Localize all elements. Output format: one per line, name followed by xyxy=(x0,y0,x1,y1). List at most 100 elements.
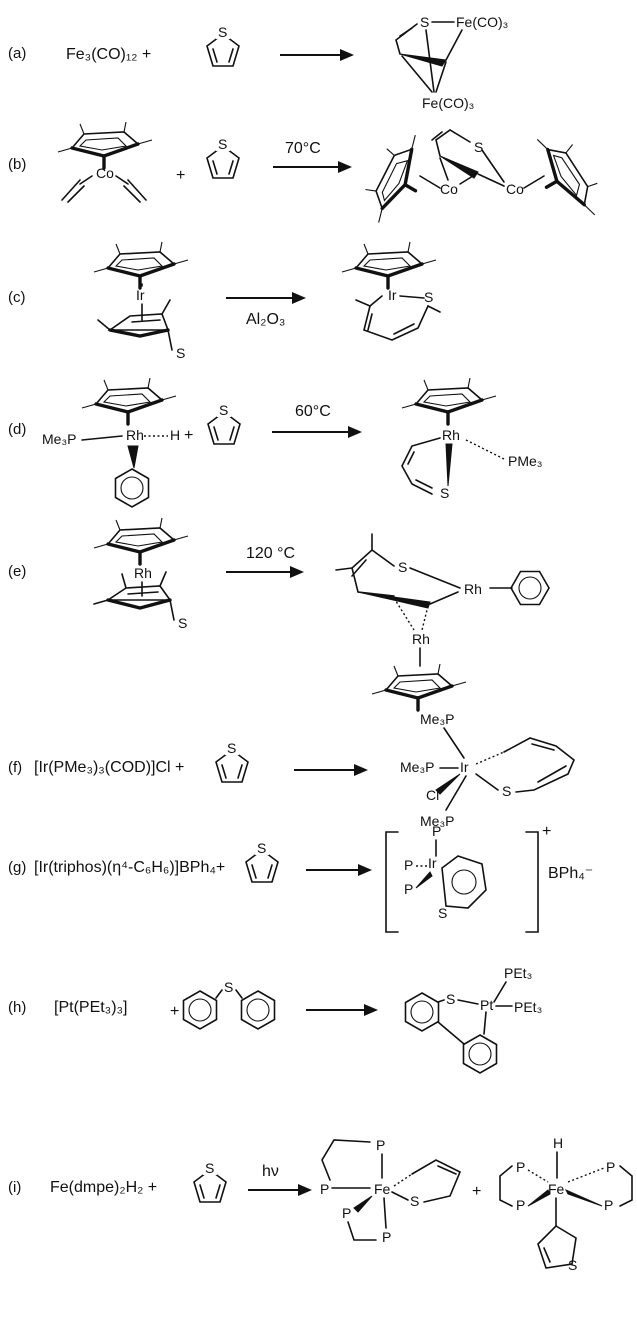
svg-text:S: S xyxy=(474,139,483,155)
thiophene-g: S xyxy=(245,839,279,883)
svg-text:S: S xyxy=(218,24,227,40)
svg-text:P: P xyxy=(382,1229,391,1245)
svg-text:Ir: Ir xyxy=(460,759,469,775)
svg-text:Rh: Rh xyxy=(442,427,460,443)
svg-text:Me₃P: Me₃P xyxy=(420,711,455,727)
svg-text:S: S xyxy=(440,485,449,501)
svg-text:S: S xyxy=(178,615,187,631)
condition-b: 70°C xyxy=(285,140,321,157)
svg-text:S: S xyxy=(568,1257,577,1273)
label-d: (d) xyxy=(8,421,26,438)
svg-text:H: H xyxy=(170,427,180,443)
reaction-f: (f) [Ir(PMe₃)₃(COD)]Cl + S Me₃P Me₃P Ir … xyxy=(8,711,575,829)
label-b: (b) xyxy=(8,156,26,173)
svg-text:P: P xyxy=(516,1159,525,1175)
reaction-i: (i) Fe(dmpe)₂H₂ + S hν P P Fe S P P xyxy=(8,1135,633,1273)
svg-text:Me₃P: Me₃P xyxy=(420,813,455,829)
svg-text:S: S xyxy=(219,402,228,418)
svg-text:+: + xyxy=(170,1003,179,1020)
reactant-i-formula: Fe(dmpe)₂H₂ + xyxy=(50,1179,157,1196)
svg-text:Ir: Ir xyxy=(136,287,145,303)
thiophene-f: S xyxy=(215,739,249,783)
svg-text:S: S xyxy=(227,740,236,756)
svg-text:BPh₄⁻: BPh₄⁻ xyxy=(548,865,593,882)
svg-text:Ir: Ir xyxy=(388,287,397,303)
reactant-e: Rh S xyxy=(92,516,190,631)
reaction-g: (g) [Ir(triphos)(η⁴-C₆H₆)]BPh₄+ S + BPh₄… xyxy=(8,823,593,933)
svg-text:PMe₃: PMe₃ xyxy=(508,453,543,469)
svg-text:Rh: Rh xyxy=(134,565,152,581)
label-e: (e) xyxy=(8,563,26,580)
svg-text:S: S xyxy=(438,905,447,921)
svg-text:S: S xyxy=(205,1160,214,1176)
reaction-a: (a) Fe₃(CO)₁₂ + S S Fe(CO)₃ Fe(CO)₃ xyxy=(8,14,508,111)
atom-s: S xyxy=(420,14,429,30)
thiophene-a: S xyxy=(206,23,240,67)
svg-text:+: + xyxy=(176,167,185,184)
reaction-c: (c) Ir S Al₂O₃ Ir S xyxy=(8,240,441,361)
reactant-d: Me₃P Rh H xyxy=(42,376,180,508)
dibenzothiophene: S xyxy=(182,979,276,1030)
arrow-d: 60°C xyxy=(272,403,362,438)
product-c: Ir S xyxy=(340,240,441,341)
label-f: (f) xyxy=(8,759,22,776)
cp-co-complex: Co xyxy=(56,120,154,203)
label-a: (a) xyxy=(8,45,26,62)
svg-text:Fe: Fe xyxy=(548,1181,565,1197)
svg-text:S: S xyxy=(257,840,266,856)
product-h: S Pt PEt₃ PEt₃ xyxy=(404,965,542,1074)
reaction-b: (b) Co + S 70°C S Co Co xyxy=(8,120,613,233)
product-g: + BPh₄⁻ P P Ir P S xyxy=(385,823,593,933)
plus-i: + xyxy=(472,1183,481,1200)
svg-text:PEt₃: PEt₃ xyxy=(504,965,532,981)
svg-text:S: S xyxy=(424,289,433,305)
svg-text:PEt₃: PEt₃ xyxy=(514,999,542,1015)
atom-fe-top: Fe(CO)₃ xyxy=(456,14,508,30)
arrow-f xyxy=(294,764,368,776)
reaction-h: (h) [Pt(PEt₃)₃] + S S Pt PEt₃ PEt₃ xyxy=(8,965,542,1074)
svg-text:Rh: Rh xyxy=(126,427,144,443)
svg-text:P: P xyxy=(342,1205,351,1221)
svg-text:Co: Co xyxy=(506,181,524,197)
svg-text:P: P xyxy=(404,857,413,873)
svg-text:Fe: Fe xyxy=(374,1181,391,1197)
atom-fe-bottom: Fe(CO)₃ xyxy=(422,95,474,111)
svg-text:S: S xyxy=(502,783,511,799)
svg-text:S: S xyxy=(224,979,233,995)
svg-text:H: H xyxy=(553,1135,563,1151)
svg-text:S: S xyxy=(410,1193,419,1209)
reactant-h-formula: [Pt(PEt₃)₃] xyxy=(54,999,127,1016)
svg-text:+: + xyxy=(184,427,193,444)
svg-text:Rh: Rh xyxy=(412,631,430,647)
product-e: S Rh Rh xyxy=(335,533,550,712)
svg-text:S: S xyxy=(176,345,185,361)
arrow-g xyxy=(306,864,372,876)
product-f: Me₃P Me₃P Ir Cl S Me₃P xyxy=(400,711,575,829)
label-h: (h) xyxy=(8,999,26,1016)
condition-d: 60°C xyxy=(295,403,331,420)
svg-text:Me₃P: Me₃P xyxy=(42,431,77,447)
condition-i: hν xyxy=(262,1163,279,1180)
product-i-complex: P P Fe S P P xyxy=(320,1137,462,1245)
arrow-i: hν xyxy=(248,1163,312,1196)
thiophene-i: S xyxy=(193,1159,227,1203)
arrow-b: 70°C xyxy=(273,140,352,173)
svg-text:S: S xyxy=(446,991,455,1007)
reaction-d: (d) Me₃P Rh H + S 60°C Rh PMe₃ S xyxy=(8,376,543,508)
condition-c: Al₂O₃ xyxy=(246,311,285,328)
product-a: S Fe(CO)₃ Fe(CO)₃ xyxy=(395,14,508,111)
svg-text:Rh: Rh xyxy=(464,581,482,597)
arrow-h xyxy=(306,1004,378,1016)
product-d: Rh PMe₃ S xyxy=(400,376,543,501)
reactant-g-formula: [Ir(triphos)(η⁴-C₆H₆)]BPh₄+ xyxy=(34,859,225,876)
svg-text:P: P xyxy=(320,1181,329,1197)
thiophene-d: S xyxy=(207,401,241,445)
thiophene-b: S xyxy=(206,135,240,179)
svg-text:Co: Co xyxy=(96,165,114,181)
product-i-hydride: H P P Fe P P S xyxy=(499,1135,633,1273)
product-b: S Co Co xyxy=(350,122,613,233)
svg-text:+: + xyxy=(542,823,551,840)
arrow-e: 120 °C xyxy=(226,545,304,578)
reactant-c: Ir S xyxy=(92,240,190,361)
